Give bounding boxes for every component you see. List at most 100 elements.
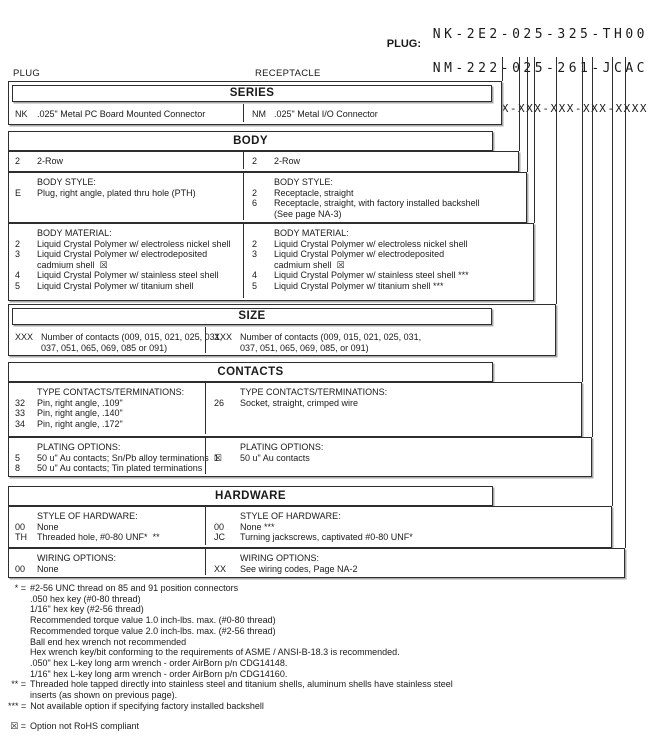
footnote-text: 1/16" hex L-key long arm wrench - order … [30,668,288,679]
footnote-continuation: Hex wrench key/bit conforming to the req… [8,647,648,658]
option-label: 037, 051, 065, 069, 085, or 091) [240,342,369,353]
spec-row: 26 Socket, straight, crimped wire [214,398,579,409]
footnote-marker: * = [14,583,26,593]
group-heading: PLATING OPTIONS: [214,442,589,453]
option-code: JC [214,532,225,542]
option-label: Liquid Crystal Polymer w/ titanium shell… [274,280,444,291]
spec-row: 8 50 u" Au contacts; Tin plated terminat… [15,463,203,474]
option-label: (See page NA-3) [274,208,342,219]
footnote-text: Not available option if specifying facto… [30,700,264,711]
leader-line-hardware-style [612,57,613,506]
contacts-title-box: CONTACTS [8,362,493,382]
option-code [252,209,274,220]
option-code [252,260,274,271]
option-label: Liquid Crystal Polymer w/ electroless ni… [37,238,231,249]
series-section-box: SERIES NK .025" Metal PC Board Mounted C… [8,81,502,125]
leader-line-contact-type [582,57,583,382]
heading-label: STYLE OF HARDWARE: [37,511,138,521]
group-heading: BODY MATERIAL: [15,228,237,239]
footnote-continuation: inserts (as shown on previous page). [8,690,648,701]
hardware-title-box: HARDWARE [8,486,493,506]
footnote-continuation: 1/16" hex key (#2-56 thread) [8,604,648,615]
heading-label: TYPE CONTACTS/TERMINATIONS: [37,387,185,397]
footnote-text: .050" hex L-key long arm wrench - order … [30,657,288,668]
option-label: Pin, right angle, .109" [37,397,123,408]
option-code: 2 [15,156,21,166]
spec-row: 34 Pin, right angle, .172" [15,419,199,430]
footnote-text: .050 hex key (#0-80 thread) [30,593,141,604]
body-material-right-column: BODY MATERIAL: 2 Liquid Crystal Polymer … [243,224,531,298]
hardware-style-right-column: STYLE OF HARDWARE: 00 None *** JC Turnin… [205,507,609,545]
code-spacer [214,553,240,564]
option-code [15,260,37,271]
footnote-marker-spacer [8,594,30,605]
option-label: Pin, right angle, .140" [37,408,123,418]
option-label: Receptacle, straight [274,187,354,198]
body-style-left-column: BODY STYLE: E Plug, right angle, plated … [9,173,237,220]
option-code: TH [15,532,27,542]
spec-row: 4 Liquid Crystal Polymer w/ stainless st… [15,270,237,281]
spec-row: XX See wiring codes, Page NA-2 [214,564,622,575]
spec-row: 1 50 u" Au contacts [214,453,589,464]
footnote-text: inserts (as shown on previous page). [30,690,178,701]
spec-row: 5 Liquid Crystal Polymer w/ titanium she… [252,281,531,292]
code-spacer [214,511,240,522]
footnote-text: 1/16" hex key (#2-56 thread) [30,604,144,615]
option-code: 5 [252,280,258,291]
code-spacer [252,228,274,239]
option-label: Pin, right angle, .172" [37,418,123,429]
footnote-marker-spacer [8,647,30,658]
leader-line-size [556,57,557,304]
contacts-title: CONTACTS [217,366,284,378]
heading-label: BODY MATERIAL: [37,228,112,238]
size-title-box: SIZE [12,308,492,325]
leader-line-plating [592,57,593,437]
option-label: 037, 051, 065, 069, 085 or 091) [41,342,168,353]
spec-row: (See page NA-3) [252,209,524,220]
spec-row: XXX Number of contacts (009, 015, 021, 0… [214,331,553,343]
option-label: None [37,563,59,574]
spec-row: cadmium shell ☒ [15,260,237,271]
wiring-left-column: WIRING OPTIONS: 00 None [9,549,199,575]
footnote-star: * = #2-56 UNC thread on 85 and 91 positi… [8,583,648,594]
spec-row: 2 2-Row [15,156,237,167]
plug-part-number: NK-2E2-025-325-TH00 [432,27,648,42]
code-spacer [15,387,37,398]
option-label: See wiring codes, Page NA-2 [240,563,358,574]
spec-row: 037, 051, 065, 069, 085, or 091) [214,343,553,354]
footnote-text: #2-56 UNC thread on 85 and 91 position c… [30,583,239,593]
option-code: 33 [15,408,26,418]
group-heading: WIRING OPTIONS: [214,553,622,564]
footnote-text: Hex wrench key/bit conforming to the req… [30,647,400,658]
footnote-marker-spacer [8,637,30,648]
code-spacer [15,442,37,453]
option-label: Liquid Crystal Polymer w/ stainless stee… [274,270,469,280]
option-label: Liquid Crystal Polymer w/ stainless stee… [37,270,219,280]
option-label: 2-Row [37,156,64,166]
footnote-gap [8,711,648,721]
spec-row: NK .025" Metal PC Board Mounted Connecto… [15,109,237,120]
option-label: 2-Row [274,156,301,166]
footnote-text: Threaded hole tapped directly into stain… [30,679,453,690]
spec-row: 6 Receptacle, straight, with factory ins… [252,198,524,209]
code-spacer [15,511,37,522]
hardware-style-left-column: STYLE OF HARDWARE: 00 None TH Threaded h… [9,507,199,545]
option-code: NM [252,109,266,119]
footnote-triple-star: *** = Not available option if specifying… [8,701,648,712]
option-label: 50 u" Au contacts; Tin plated terminatio… [37,463,203,473]
wiring-right-column: WIRING OPTIONS: XX See wiring codes, Pag… [205,549,622,575]
spec-row: JC Turning jackscrews, captivated #0-80 … [214,532,609,543]
footnote-continuation: 1/16" hex L-key long arm wrench - order … [8,669,648,680]
size-left-column: XXX Number of contacts (009, 015, 021, 0… [9,328,222,353]
code-spacer [15,553,37,564]
heading-label: PLATING OPTIONS: [37,442,121,452]
size-right-column: XXX Number of contacts (009, 015, 021, 0… [205,327,553,353]
spec-row: cadmium shell ☒ [252,260,531,271]
spec-row: 00 None *** [214,522,609,533]
option-label: Turning jackscrews, captivated #0-80 UNF… [240,532,413,542]
body-row-right-column: 2 2-Row [243,152,516,169]
heading-label: BODY STYLE: [274,177,333,187]
code-spacer [252,177,274,188]
option-code: 6 [252,198,258,208]
spec-row: 4 Liquid Crystal Polymer w/ stainless st… [252,270,531,281]
